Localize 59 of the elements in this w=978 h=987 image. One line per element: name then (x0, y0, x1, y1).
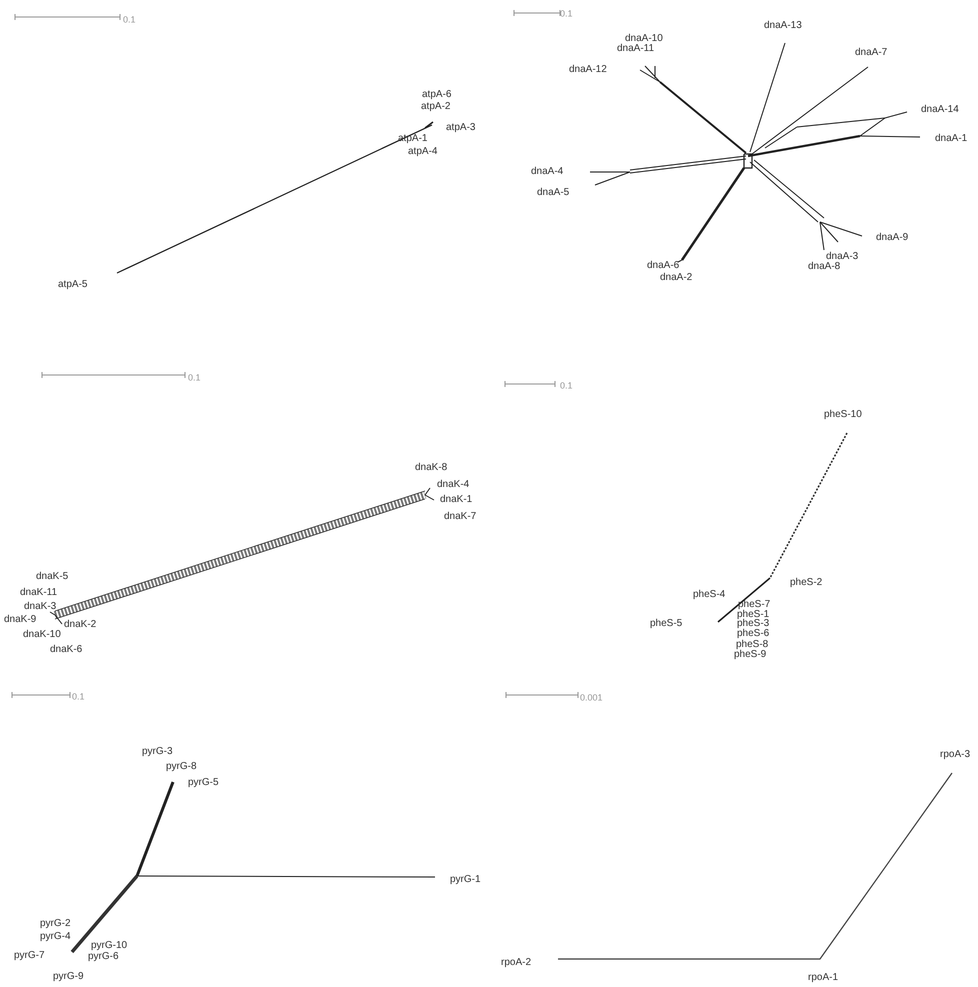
taxon-label: pyrG-2 (40, 919, 71, 929)
taxon-label: dnaA-8 (808, 262, 840, 272)
taxon-label: dnaK-11 (20, 588, 58, 598)
scale-value: 0.1 (560, 382, 573, 390)
taxon-label: dnaA-1 (935, 134, 968, 144)
scale-value: 0.1 (72, 692, 85, 702)
taxon-label: dnaA-13 (764, 21, 802, 31)
taxon-label: dnaK-6 (50, 645, 82, 655)
taxon-label: pheS-3 (737, 619, 770, 629)
taxon-label: atpA-4 (408, 147, 438, 157)
taxon-label: pheS-6 (737, 629, 770, 639)
taxon-label: dnaK-1 (440, 495, 472, 505)
taxon-label: dnaA-3 (826, 252, 858, 262)
taxon-label: pyrG-6 (88, 952, 119, 962)
taxon-label: pyrG-5 (188, 778, 219, 788)
taxon-label: dnaA-6 (647, 261, 680, 271)
taxon-label: pyrG-4 (40, 932, 71, 942)
taxon-label: rpoA-3 (940, 750, 970, 760)
taxon-label: pyrG-7 (14, 951, 45, 961)
scale-value: 0.001 (580, 694, 603, 702)
taxon-label: dnaA-4 (531, 167, 564, 177)
taxon-label: dnaA-5 (537, 188, 570, 198)
taxon-label: dnaA-2 (660, 273, 692, 283)
taxon-label: dnaK-4 (437, 480, 470, 490)
taxon-label: dnaK-5 (36, 572, 68, 582)
taxon-label: pyrG-10 (91, 941, 128, 951)
taxon-label: dnaK-2 (64, 620, 96, 630)
scale-value: 0.1 (123, 16, 136, 24)
scale-value: 0.1 (188, 374, 201, 382)
taxon-label: dnaA-14 (921, 105, 959, 115)
taxon-label: pyrG-8 (166, 762, 197, 772)
taxon-label: pheS-10 (824, 410, 862, 420)
taxon-label: pheS-8 (736, 640, 768, 650)
taxon-label: dnaK-3 (24, 602, 56, 612)
taxon-label: dnaA-10 (625, 34, 663, 44)
taxon-label: dnaA-12 (569, 65, 607, 75)
taxon-label: pheS-2 (790, 578, 822, 588)
taxon-label: dnaK-10 (23, 630, 61, 640)
taxon-label: atpA-2 (421, 102, 450, 112)
taxon-label: pheS-7 (738, 600, 770, 610)
scale-value: 0.1 (560, 10, 573, 18)
taxon-label: rpoA-2 (501, 958, 532, 968)
taxon-label: dnaA-11 (617, 44, 654, 54)
taxon-label: rpoA-1 (808, 973, 838, 983)
taxon-label: dnaA-7 (855, 48, 888, 58)
taxon-label: dnaA-9 (876, 233, 908, 243)
taxon-label: dnaK-7 (444, 512, 476, 522)
taxon-label: pyrG-1 (450, 875, 481, 885)
taxon-label: pheS-5 (650, 619, 682, 629)
taxon-label: pyrG-9 (53, 972, 84, 982)
taxon-label: dnaK-8 (415, 463, 448, 473)
taxon-label: atpA-3 (446, 123, 476, 133)
taxon-label: atpA-6 (422, 90, 452, 100)
taxon-label: pheS-9 (734, 650, 766, 660)
taxon-label: pyrG-3 (142, 747, 173, 757)
taxon-label: dnaK-9 (4, 615, 36, 625)
taxon-label: pheS-1 (737, 610, 770, 620)
taxon-label: atpA-5 (58, 280, 88, 290)
taxon-label: pheS-4 (693, 590, 726, 600)
